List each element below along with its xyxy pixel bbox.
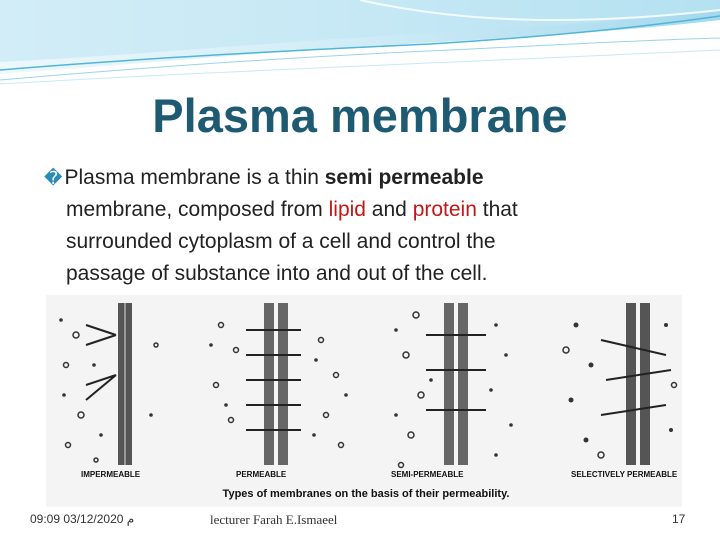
paragraph-line-1: �Plasma membrane is a thin semi permeabl… bbox=[44, 162, 684, 194]
slide-paragraph: �Plasma membrane is a thin semi permeabl… bbox=[44, 162, 684, 290]
bullet-icon: � bbox=[44, 168, 63, 188]
label-impermeable: IMPERMEABLE bbox=[81, 470, 141, 479]
paragraph-line-2: membrane, composed from lipid and protei… bbox=[44, 194, 684, 226]
figure-caption: Types of membranes on the basis of their… bbox=[223, 488, 510, 500]
label-selectively-permeable: SELECTIVELY PERMEABLE bbox=[571, 470, 678, 479]
semi-permeable-membrane bbox=[394, 303, 513, 469]
protein-term: protein bbox=[412, 198, 477, 221]
text-run: that bbox=[476, 198, 518, 221]
label-permeable: PERMEABLE bbox=[236, 470, 287, 479]
text-run: Plasma membrane is a thin bbox=[64, 166, 325, 189]
semi-permeable-term: semi permeable bbox=[324, 166, 484, 189]
footer-author: lecturer Farah E.Ismaeel bbox=[210, 512, 338, 527]
text-run: and bbox=[365, 198, 413, 221]
impermeable-membrane bbox=[59, 303, 159, 465]
lipid-term: lipid bbox=[328, 198, 366, 221]
slide-title: Plasma membrane bbox=[152, 89, 568, 142]
label-semi-permeable: SEMI-PERMEABLE bbox=[391, 470, 464, 479]
selectively-permeable-membrane bbox=[562, 303, 678, 465]
slide-number: 17 bbox=[672, 512, 686, 526]
text-run: membrane, composed from bbox=[66, 198, 329, 221]
membrane-types-figure: IMPERMEABLE PERMEABLE SEMI-PERMEABLE SEL… bbox=[46, 295, 682, 507]
permeable-membrane bbox=[209, 303, 348, 465]
paragraph-line-4: passage of substance into and out of the… bbox=[66, 262, 488, 285]
paragraph-line-3: surrounded cytoplasm of a cell and contr… bbox=[66, 230, 496, 253]
header-wave-decoration bbox=[0, 0, 720, 85]
footer-date: 09:09 03/12/2020 م bbox=[30, 512, 135, 526]
